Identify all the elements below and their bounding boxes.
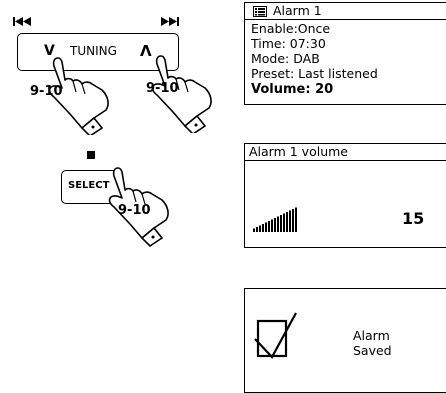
alarm-mode-line: Mode: DAB — [251, 51, 320, 66]
alarm-time-line: Time: 07:30 — [251, 36, 326, 51]
volume-bar — [286, 212, 288, 232]
volume-bar — [256, 227, 258, 232]
alarm-preset-line: Preset: Last listened — [251, 66, 378, 81]
step-label-tuning-up: 9-10 — [146, 81, 179, 96]
volume-bar — [295, 207, 297, 232]
checked-box-icon — [254, 312, 297, 359]
tuning-control: V TUNING Λ — [17, 33, 179, 71]
pressing-hand-icon — [151, 55, 212, 133]
saved-message-line2: Saved — [353, 343, 392, 358]
saved-message-line1: Alarm — [353, 328, 390, 343]
step-label-select: 9-10 — [118, 203, 151, 218]
alarm-saved-screen: Alarm Saved — [244, 288, 446, 393]
screen-title: Alarm 1 — [273, 3, 322, 18]
menu-list-icon — [253, 6, 267, 17]
volume-bar — [280, 215, 282, 232]
screen-title-bar: Alarm 1 — [245, 3, 446, 20]
alarm-volume-screen: Alarm 1 volume 15 — [244, 143, 446, 248]
stop-square-icon — [87, 151, 95, 159]
screen-title-bar: Alarm 1 volume — [245, 144, 446, 161]
volume-bar — [289, 210, 291, 232]
volume-bar — [271, 219, 273, 232]
alarm-settings-screen: Alarm 1 Enable:Once Time: 07:30 Mode: DA… — [244, 2, 446, 105]
step-label-tuning-down: 9-10 — [30, 84, 63, 99]
select-label: SELECT — [68, 180, 110, 191]
tuning-up-button[interactable]: Λ — [140, 42, 152, 60]
volume-bars-icon — [253, 207, 297, 232]
volume-bar — [253, 228, 255, 232]
volume-bar — [262, 224, 264, 232]
volume-bar — [259, 225, 261, 232]
volume-bar — [283, 213, 285, 232]
pressing-hand-icon — [108, 167, 169, 248]
tuning-label: TUNING — [70, 44, 117, 58]
skip-forward-icon — [161, 17, 179, 26]
tuning-down-button[interactable]: V — [44, 43, 55, 59]
alarm-enable-line: Enable:Once — [251, 21, 331, 36]
skip-back-icon — [13, 17, 31, 26]
screen-title: Alarm 1 volume — [249, 144, 348, 159]
volume-value: 15 — [402, 209, 425, 228]
volume-bar — [277, 216, 279, 232]
alarm-volume-line: Volume: 20 — [251, 82, 334, 97]
pressing-hand-icon — [48, 57, 109, 135]
volume-bar — [292, 209, 294, 232]
volume-bar — [265, 222, 267, 232]
volume-bar — [274, 218, 276, 232]
volume-bar — [268, 221, 270, 232]
